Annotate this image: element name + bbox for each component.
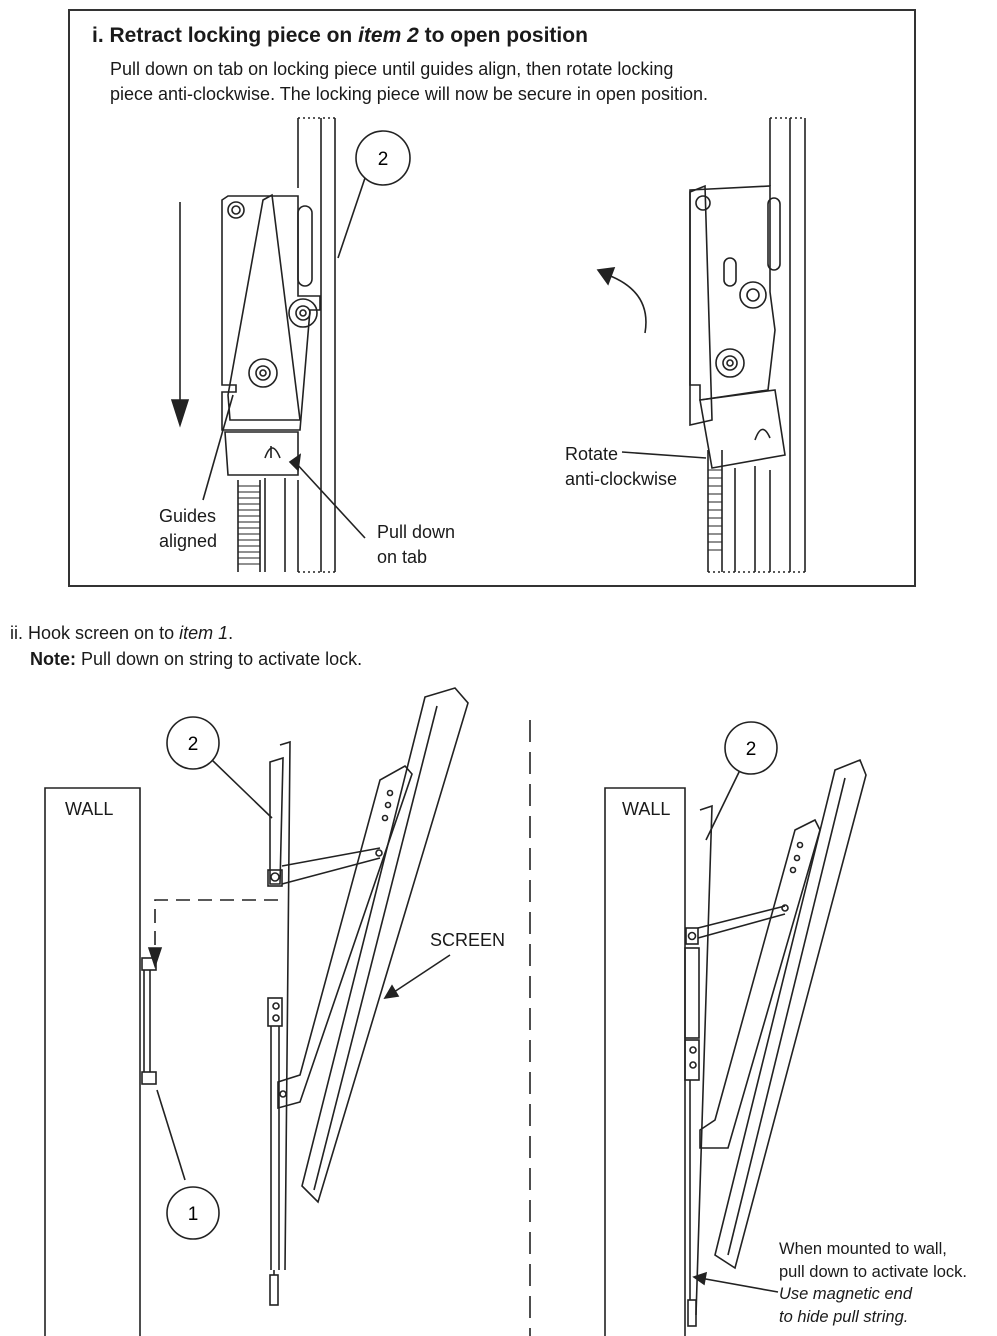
rotate-line1: Rotate: [565, 444, 619, 464]
callout-number-2-left: 2: [188, 734, 199, 755]
guides-line2: aligned: [159, 531, 218, 551]
callout-number-1: 1: [188, 1204, 199, 1225]
magnet-line1: Use magnetic end: [779, 1285, 912, 1303]
mount-item2-right: [684, 804, 786, 1327]
screen-label: SCREEN: [430, 930, 506, 950]
step1-title: i. Retract locking piece on item 2 to op…: [92, 24, 588, 47]
guides-line1: Guides: [159, 506, 217, 526]
step1-description: Pull down on tab on locking piece until …: [110, 57, 810, 107]
mounted-line1: When mounted to wall,: [779, 1240, 947, 1258]
screen-left: [277, 687, 469, 1204]
left-bracket: [221, 193, 321, 572]
rotate-label: Rotate anti-clockwise: [565, 442, 677, 492]
step2-note: Note: Pull down on string to activate lo…: [30, 649, 363, 669]
hook-path: [154, 899, 278, 962]
mounted-line2: pull down to activate lock.: [779, 1262, 968, 1281]
right-rail: [708, 117, 806, 573]
callout-circle-2-right: [724, 721, 778, 775]
magnet-line2: to hide pull string.: [779, 1307, 909, 1326]
wall-label-right: WALL: [622, 799, 671, 819]
mount-item2-left: [267, 740, 381, 1306]
step2-instruction: ii. Hook screen on to item 1.: [10, 623, 234, 643]
step1-desc-line2: piece anti-clockwise. The locking piece …: [110, 84, 708, 104]
rotate-line2: anti-clockwise: [565, 469, 678, 489]
guides-aligned-label: Guides aligned: [159, 504, 217, 554]
step1-illustration: 2: [170, 117, 806, 573]
pull-line2: on tab: [377, 547, 428, 567]
callout-circle-item2: [355, 130, 411, 186]
callout-number-2-right: 2: [746, 739, 757, 760]
left-rail: [297, 117, 336, 573]
callout-circle-2-left: [166, 716, 220, 770]
wall-label-left: WALL: [65, 799, 114, 819]
callout-number-item2: 2: [378, 149, 389, 170]
step2-illustration: 2 1 2: [44, 687, 867, 1336]
step1-desc-line1: Pull down on tab on locking piece until …: [110, 59, 674, 79]
wall-left: [44, 787, 141, 1336]
wall-right: [604, 787, 686, 1336]
right-bracket: [689, 184, 786, 572]
pull-line1: Pull down: [377, 522, 456, 542]
callout-circle-1: [166, 1186, 220, 1240]
pull-down-tab-label: Pull down on tab: [377, 520, 455, 570]
step1-panel: [68, 9, 916, 587]
rotate-arrow: [607, 274, 647, 334]
screen-right: [699, 758, 867, 1270]
wall-plate-item1: [141, 957, 157, 1085]
activate-lock-note: When mounted to wall, pull down to activ…: [779, 1238, 994, 1328]
